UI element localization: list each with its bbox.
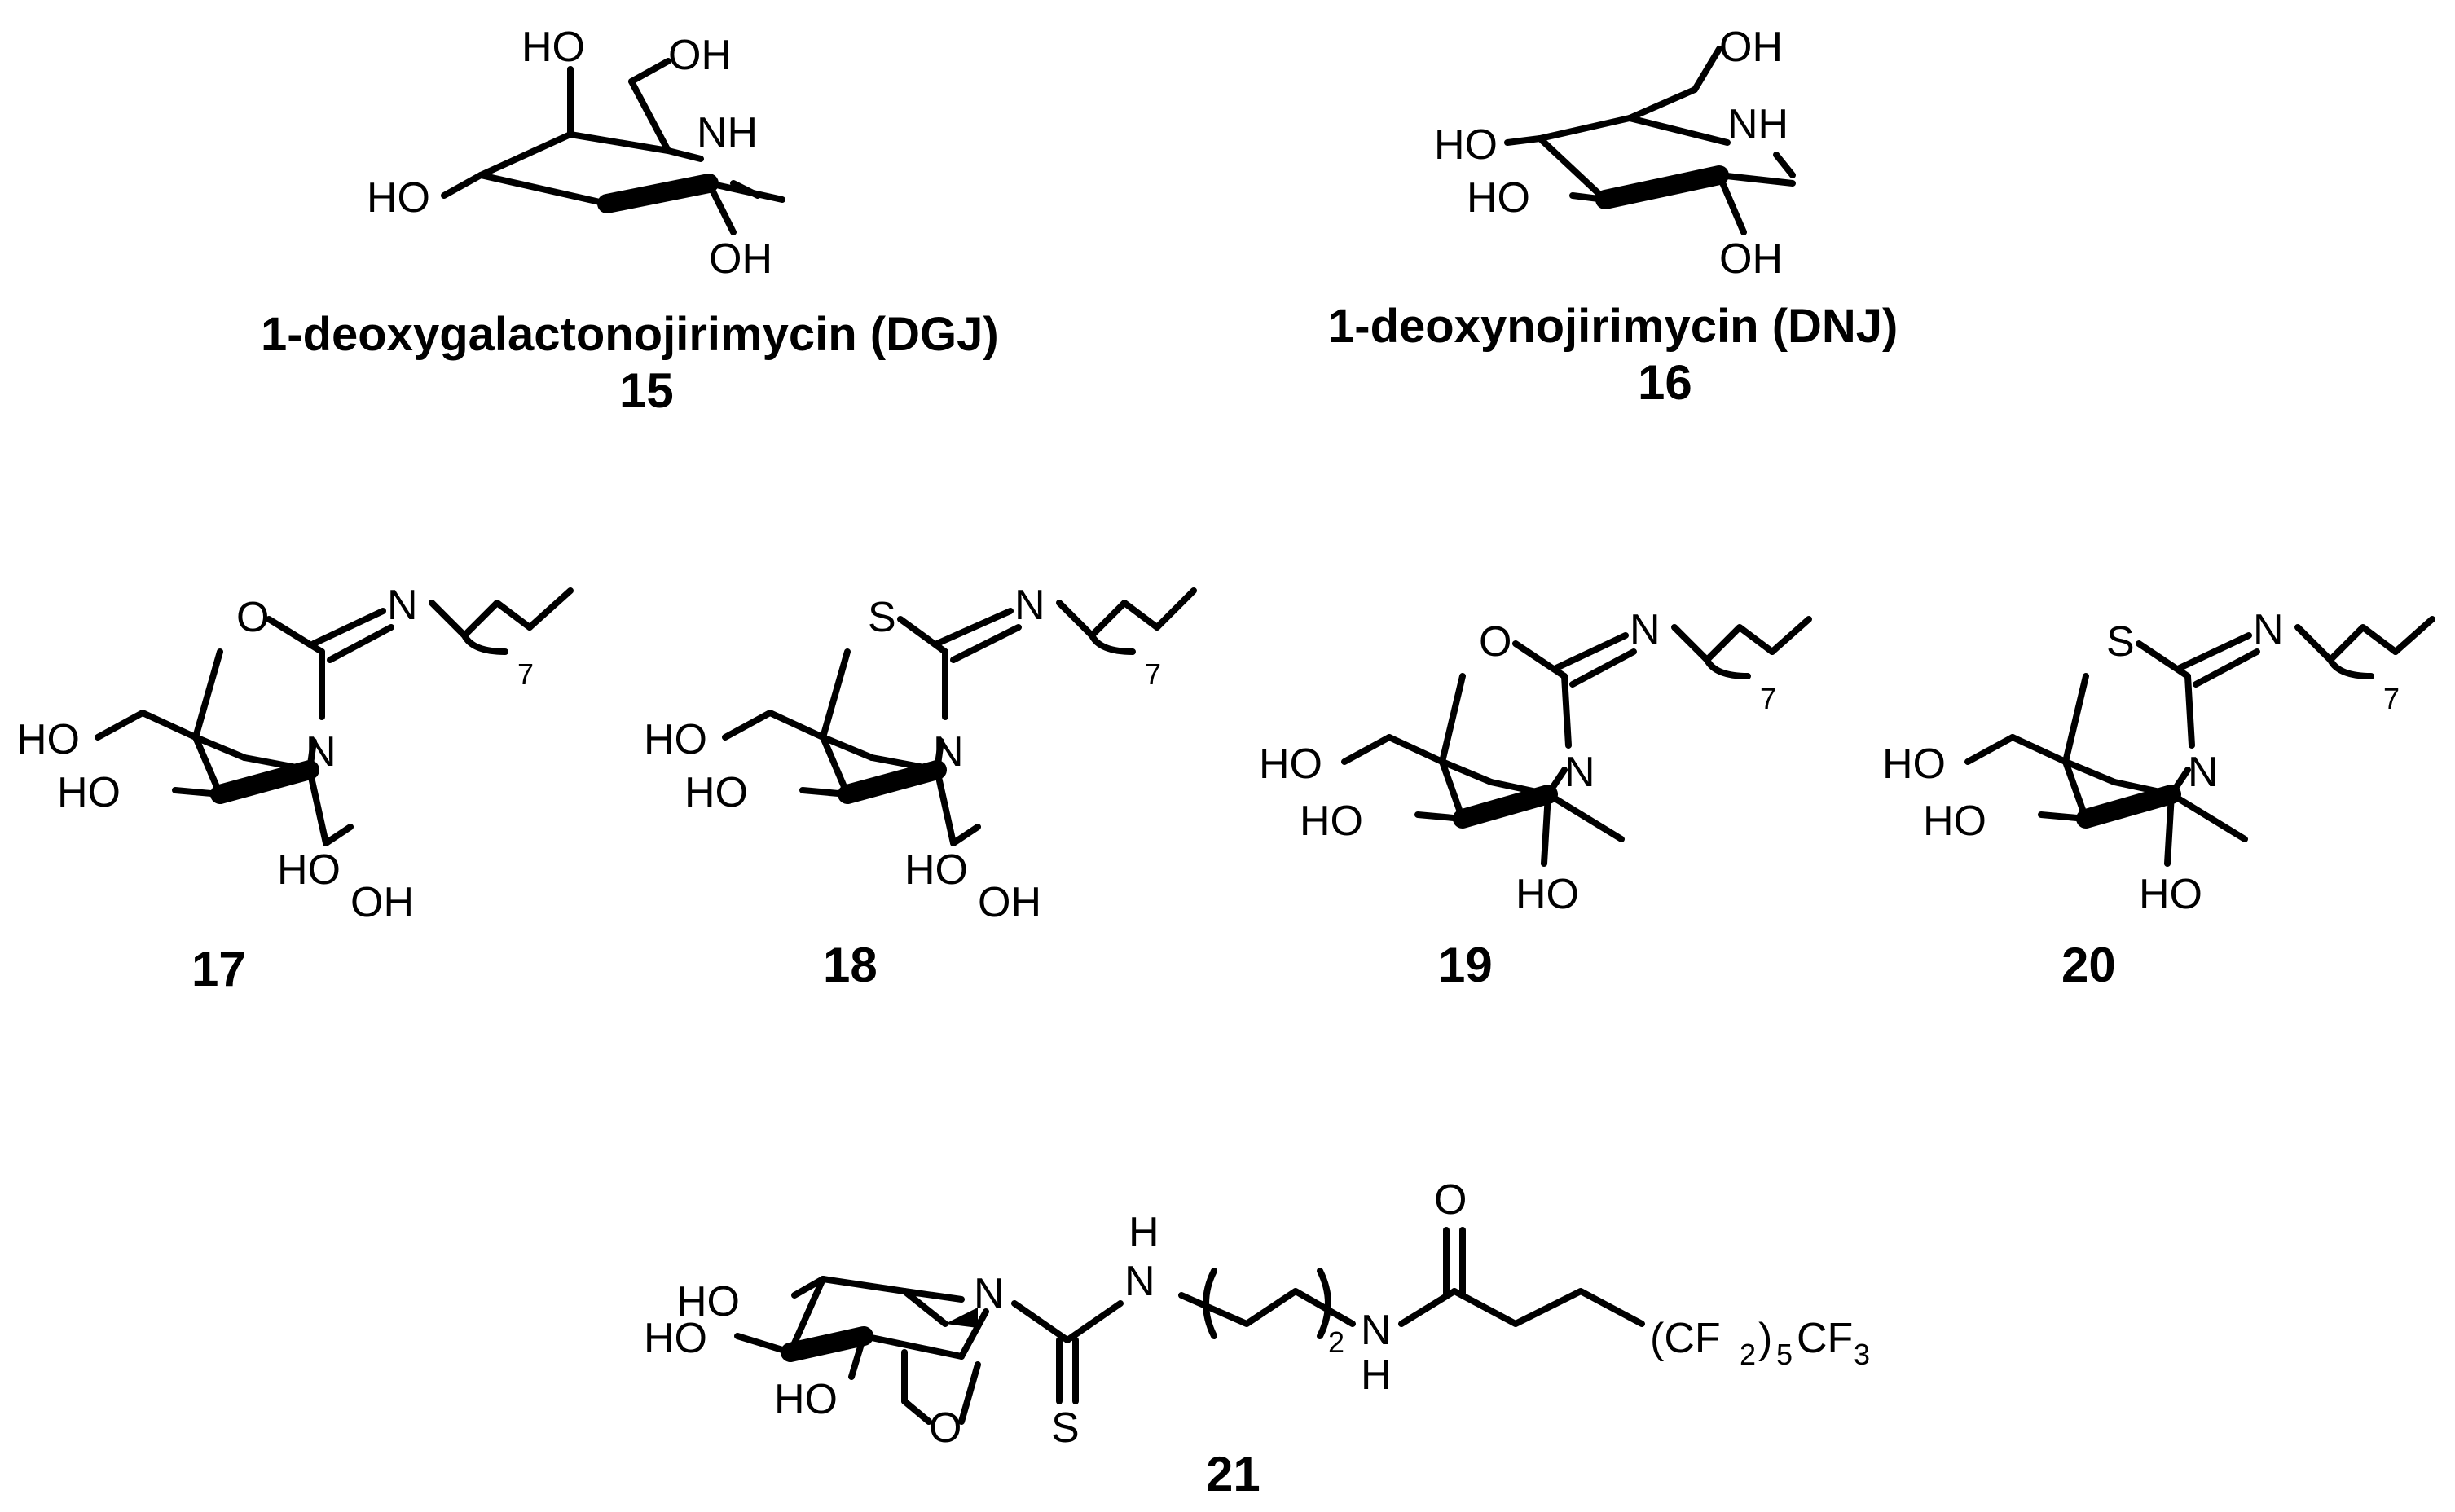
atom-ho-21b: HO [644, 1315, 707, 1362]
atom-ho-18c: HO [904, 846, 968, 894]
atom-oh-16b: OH [1719, 235, 1783, 283]
structure-21: HO HO HO N O S H N 2 N H O (CF 2 ) 5 CF … [644, 1176, 1870, 1501]
atom-ho-16a: HO [1434, 121, 1498, 169]
atom-s-21: S [1051, 1404, 1080, 1452]
cf-chain-end: CF [1797, 1315, 1853, 1362]
atom-n-21a: N [974, 1270, 1005, 1317]
atom-n-20b: N [2188, 749, 2219, 796]
atom-ho-16b: HO [1467, 174, 1530, 222]
cf-chain-open: (CF [1650, 1315, 1721, 1362]
atom-ho-21c: HO [774, 1376, 838, 1423]
atom-oh-15a: OH [668, 32, 732, 79]
atom-ho-15b: HO [367, 174, 430, 222]
cf-chain-close: ) [1758, 1315, 1772, 1362]
compound-number-19: 19 [1438, 938, 1493, 992]
subscript-7-20: 7 [2383, 682, 2400, 715]
subscript-7-18: 7 [1145, 657, 1161, 691]
atom-ho-21a: HO [676, 1278, 740, 1325]
atom-ho-20b: HO [1923, 798, 1986, 845]
atom-n-19a: N [1630, 606, 1661, 653]
subscript-7-19: 7 [1760, 682, 1776, 715]
atom-nh-15: NH [697, 109, 758, 156]
atom-ho-18a: HO [644, 716, 707, 763]
atom-s-20: S [2106, 618, 2135, 666]
atom-ho-20a: HO [1882, 741, 1946, 788]
atom-n-17a: N [387, 582, 418, 629]
atom-nh-16: NH [1727, 101, 1788, 148]
compound-name-15: 1-deoxygalactonojirimycin (DGJ) [261, 308, 999, 361]
compound-number-15: 15 [619, 363, 674, 418]
compound-number-16: 16 [1638, 355, 1692, 410]
atom-o-21a: O [929, 1404, 961, 1452]
atom-ho-19b: HO [1300, 798, 1363, 845]
atom-oh-17: OH [350, 879, 414, 926]
atom-n-21c: N [1361, 1307, 1392, 1354]
subscript-2-21: 2 [1328, 1325, 1344, 1359]
structure-16: OH NH HO HO OH 1-deoxynojirimycin (DNJ) … [1328, 24, 1898, 410]
structure-18: S N N 7 HO HO HO OH 18 [644, 582, 1197, 992]
atom-n-18a: N [1014, 582, 1045, 629]
atom-o-21b: O [1434, 1176, 1467, 1224]
subscript-7-17: 7 [517, 657, 534, 691]
atom-h-21a: H [1129, 1209, 1159, 1256]
atom-ho-17c: HO [277, 846, 341, 894]
compound-number-17: 17 [191, 942, 246, 996]
atom-o-17: O [236, 594, 269, 641]
atom-ho-19c: HO [1516, 871, 1579, 918]
atom-ho-17a: HO [16, 716, 80, 763]
compound-number-20: 20 [2061, 938, 2116, 992]
compound-number-18: 18 [823, 938, 878, 992]
atom-n-20a: N [2253, 606, 2284, 653]
atom-s-18: S [868, 594, 896, 641]
cf-sub-3: 3 [1854, 1338, 1870, 1371]
atom-ho-18b: HO [684, 769, 748, 816]
atom-h-21b: H [1361, 1352, 1392, 1399]
atom-ho-20c: HO [2139, 871, 2202, 918]
atom-oh-15b: OH [709, 235, 772, 283]
structure-17: O N N 7 HO HO HO OH 17 [16, 582, 574, 996]
structure-20: S N N 7 HO HO HO 20 [1882, 606, 2435, 992]
atom-n-18b: N [933, 728, 964, 776]
atom-ho-17b: HO [57, 769, 121, 816]
perfluoro-chain-label: (CF 2 ) 5 CF 3 [1650, 1315, 1870, 1371]
atom-o-19: O [1479, 618, 1511, 666]
atom-n-17b: N [306, 728, 337, 776]
atom-n-19b: N [1564, 749, 1595, 796]
atom-ho-19a: HO [1259, 741, 1322, 788]
structure-15: HO OH NH HO OH 1-deoxygalactonojirimycin… [261, 24, 999, 418]
cf-sub-2: 2 [1740, 1338, 1756, 1371]
compound-number-21: 21 [1206, 1447, 1260, 1501]
structure-19: O N N 7 HO HO HO 19 [1259, 606, 1812, 992]
atom-n-21b: N [1124, 1258, 1155, 1305]
cf-sub-5: 5 [1776, 1338, 1793, 1371]
atom-oh-18: OH [978, 879, 1041, 926]
atom-oh-16a: OH [1719, 24, 1783, 71]
atom-ho-15a: HO [521, 24, 585, 71]
compound-name-16: 1-deoxynojirimycin (DNJ) [1328, 300, 1898, 353]
